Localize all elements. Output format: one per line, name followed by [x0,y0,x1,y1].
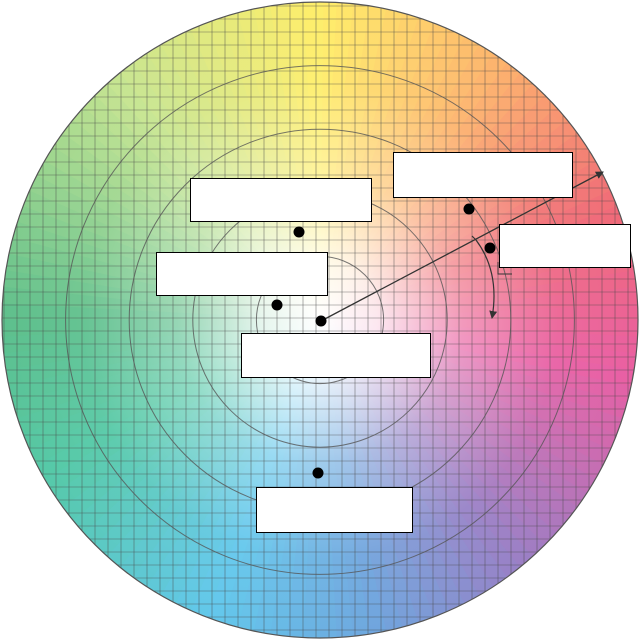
marker-dot [293,226,305,238]
angle-arc-tail [471,235,477,241]
label-box-6 [256,487,413,533]
label-box-1 [190,178,372,222]
angle-arc-arrow [475,239,498,319]
marker-dot [484,242,496,254]
concentric-ring [65,65,575,575]
marker-dot [271,299,283,311]
marker-dot [312,467,324,479]
label-box-5 [241,333,431,378]
label-box-4 [156,252,328,296]
marker-dot [463,203,475,215]
label-box-2 [393,152,573,198]
label-box-3 [499,224,631,268]
marker-dot [315,315,327,327]
angle-tick [497,262,512,275]
